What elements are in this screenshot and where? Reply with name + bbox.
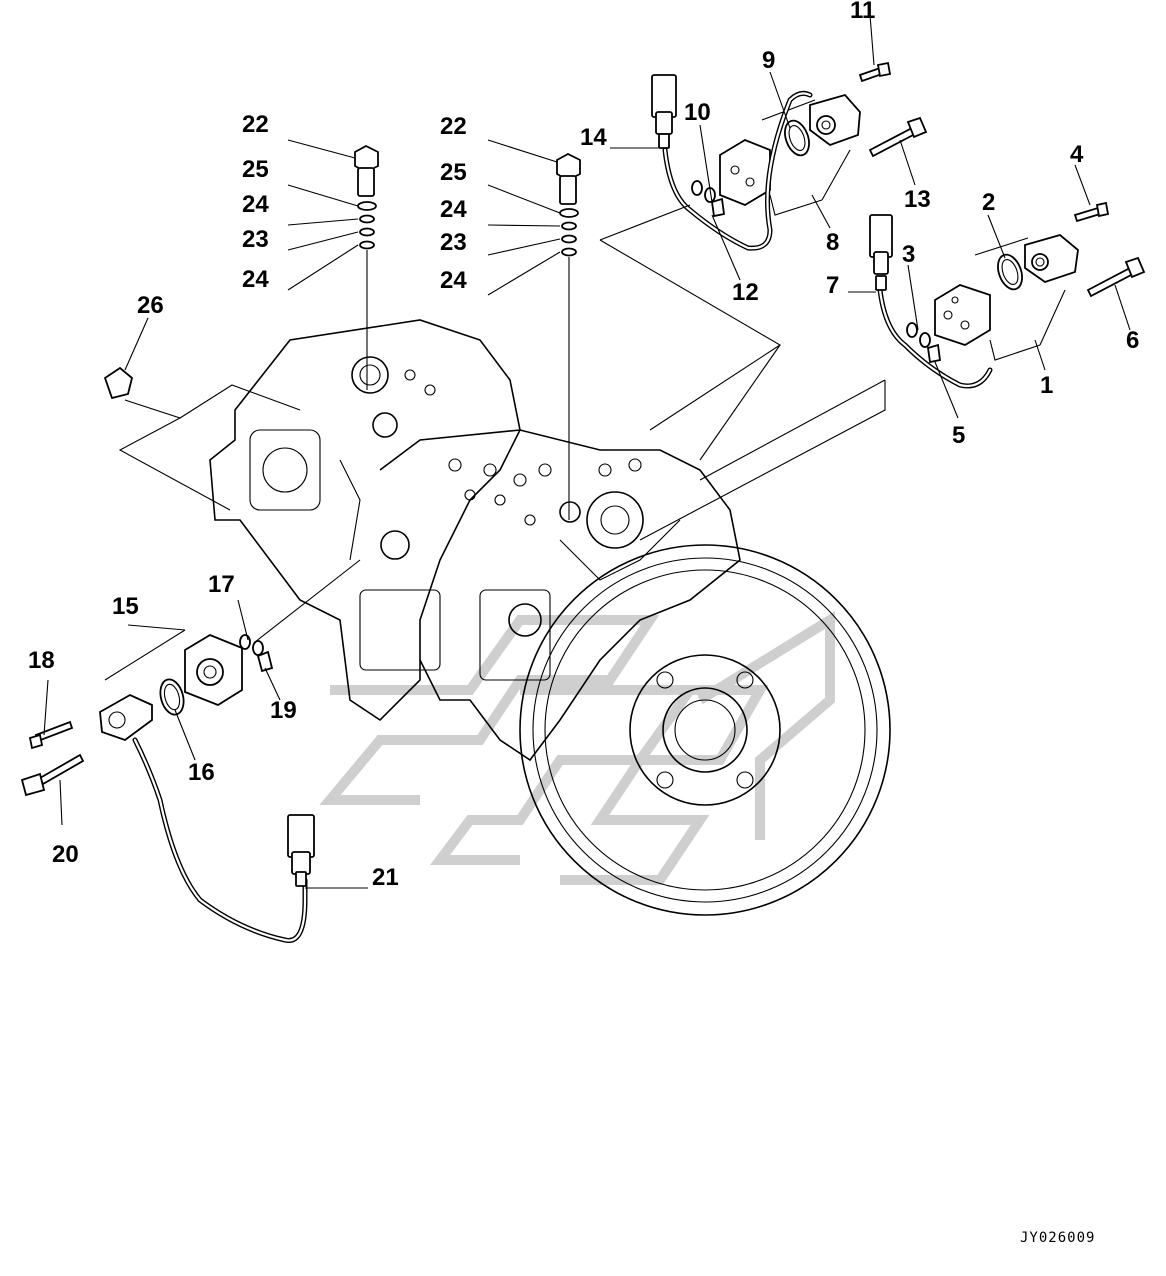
callout-20: 20 [52,841,79,868]
callout-6: 6 [1126,327,1139,354]
cap-26 [103,366,134,400]
plug-stack-center [556,152,581,520]
callout-3: 3 [902,241,915,268]
callout-2: 2 [982,189,995,216]
main-pump [209,319,891,916]
watermark [319,611,835,885]
callout-23-left: 23 [242,226,269,253]
callout-24-left-bottom: 24 [242,266,269,293]
callout-19: 19 [270,697,297,724]
callout-9: 9 [762,47,775,74]
callout-5: 5 [952,422,965,449]
callout-24-left-top: 24 [242,191,269,218]
callout-15: 15 [112,593,139,620]
callout-16: 16 [188,759,215,786]
callout-1: 1 [1040,372,1053,399]
callout-23-center: 23 [440,229,467,256]
callout-21: 21 [372,864,399,891]
callout-24-center-top: 24 [440,196,467,223]
solenoid-valve-assembly-1 [869,201,1146,389]
callout-18: 18 [28,647,55,674]
callout-25-center: 25 [440,159,467,186]
drawing-code: JY026009 [1020,1230,1095,1246]
callout-24-center-bottom: 24 [440,267,467,294]
callout-13: 13 [904,186,931,213]
callout-7: 7 [826,272,839,299]
callout-26: 26 [137,292,164,319]
callout-12: 12 [732,279,759,306]
callout-22-left: 22 [242,111,269,138]
solenoid-valve-assembly-2 [651,61,928,251]
callout-22-center: 22 [440,113,467,140]
callout-25-left: 25 [242,156,269,183]
leader-lines [43,14,1131,889]
callout-11: 11 [850,0,875,24]
callout-labels: 1 2 3 4 5 6 7 8 9 10 11 12 13 14 15 16 1… [28,0,1139,891]
callout-4: 4 [1070,141,1084,168]
plug-stack-left [354,144,379,390]
callout-10: 10 [684,99,711,126]
callout-17: 17 [208,571,235,598]
callout-14: 14 [580,124,607,151]
sensor-assembly [20,633,315,943]
callout-8: 8 [826,229,839,256]
